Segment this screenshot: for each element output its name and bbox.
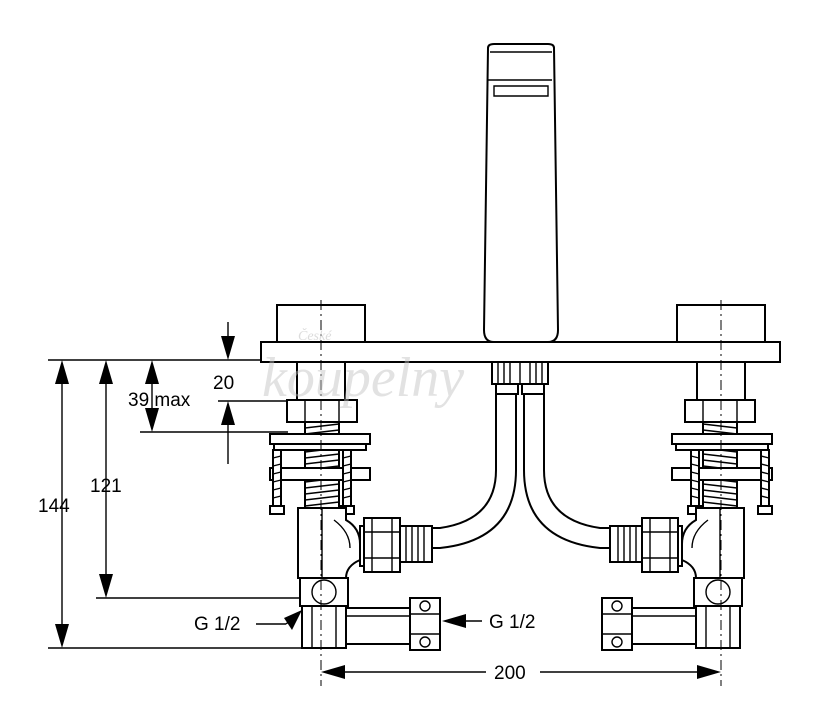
watermark-top: České — [298, 327, 332, 344]
spout-connector — [491, 361, 549, 395]
connection-label-left: G 1/2 — [194, 614, 240, 635]
dimension-20 — [218, 322, 288, 464]
connection-leader-left — [256, 610, 302, 630]
left-valve-assembly — [269, 361, 441, 651]
dim-label-121: 121 — [90, 476, 122, 497]
dimension-121 — [96, 360, 300, 599]
hoses — [431, 393, 611, 549]
dimension-39-max — [140, 360, 288, 433]
dimension-144 — [48, 359, 302, 649]
spout — [482, 43, 560, 343]
dim-label-144: 144 — [38, 496, 70, 517]
connection-leader-right — [442, 614, 482, 628]
dimension-200 — [321, 665, 721, 679]
dim-label-39-max: 39 max — [128, 390, 191, 411]
watermark-main: koupelny — [262, 347, 464, 409]
dim-label-20: 20 — [213, 373, 234, 394]
connection-label-right: G 1/2 — [489, 612, 535, 633]
right-valve-assembly — [601, 361, 773, 651]
dim-label-200: 200 — [494, 663, 526, 684]
